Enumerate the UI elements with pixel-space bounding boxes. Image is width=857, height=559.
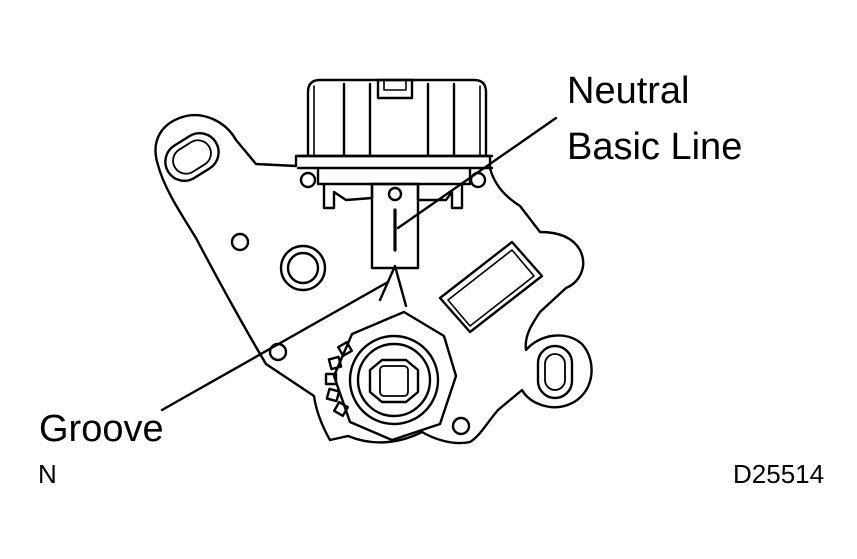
bolt-hole <box>451 416 471 436</box>
switch-body-outline <box>154 113 593 445</box>
left-mounting-slot <box>164 132 220 182</box>
label-plate <box>438 240 544 334</box>
groove-label: Groove <box>39 408 164 450</box>
neutral-leader-line <box>396 116 558 230</box>
connector-housing <box>296 78 494 210</box>
bolt-hole <box>230 232 250 252</box>
figure-code: D25514 <box>733 459 825 489</box>
bolt-boss-inner <box>286 251 320 285</box>
neutral-label-line1: Neutral <box>567 70 690 112</box>
position-label: N <box>38 459 57 489</box>
groove-leader-line <box>160 280 390 412</box>
neutral-indicator-tab <box>370 182 420 270</box>
right-mounting-slot <box>536 344 574 400</box>
bolt-boss <box>279 244 327 292</box>
neutral-label-line2: Basic Line <box>567 126 743 168</box>
left-mounting-slot-inner <box>172 139 212 175</box>
groove-notch <box>378 264 408 308</box>
shaft-hub <box>324 310 458 442</box>
right-mounting-slot-inner <box>544 353 566 391</box>
